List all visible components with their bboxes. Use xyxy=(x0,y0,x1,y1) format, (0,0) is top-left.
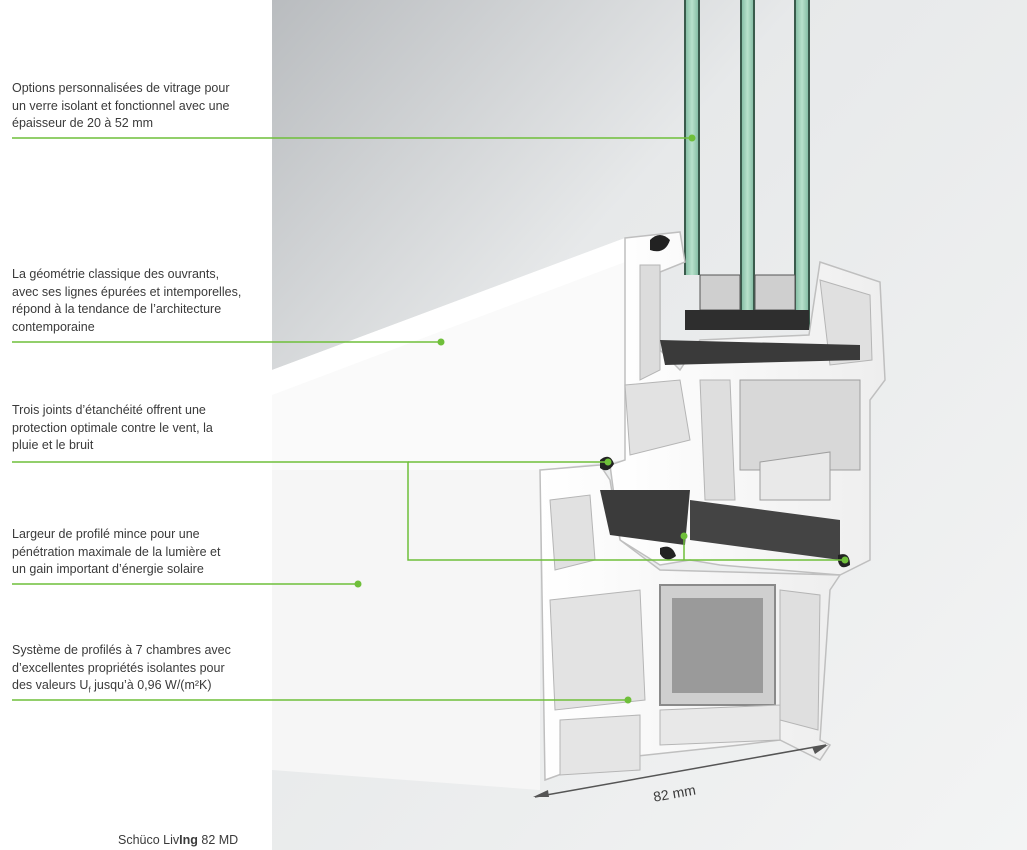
sash-top-edge xyxy=(272,238,625,395)
product-brand-bold: Ing xyxy=(179,833,198,847)
caption-chambers: Système de profilés à 7 chambres avec d’… xyxy=(12,642,257,699)
caption-chambers-text-end: jusqu’à 0,96 W/(m²K) xyxy=(90,678,212,692)
glass-pane-2 xyxy=(741,0,754,330)
glass-pane-1 xyxy=(685,0,699,275)
caption-profile-width: Largeur de profilé mince pour une pénétr… xyxy=(12,527,221,576)
product-model: 82 MD xyxy=(197,833,239,847)
caption-chambers-subscript: f xyxy=(88,685,91,695)
seal-outer xyxy=(650,235,670,252)
product-brand: Schüco Liv xyxy=(118,833,180,847)
glass-pane-3 xyxy=(795,0,809,330)
caption-seals: Trois joints d’étanchéité offrent une pr… xyxy=(12,403,213,452)
window-profile-illustration xyxy=(272,0,1027,850)
spacer-2 xyxy=(754,274,796,311)
frame-body xyxy=(272,470,540,790)
caption-chambers-text: Système de profilés à 7 chambres avec d’… xyxy=(12,643,231,692)
product-name: Schüco LivIng 82 MD xyxy=(118,833,238,847)
caption-glazing: Options personnalisées de vitrage pour u… xyxy=(12,81,230,130)
spacer-1 xyxy=(699,274,741,311)
window-profile-photo xyxy=(272,0,1027,850)
dimension-arrow xyxy=(534,744,827,798)
caption-geometry: La géométrie classique des ouvrants, ave… xyxy=(12,267,242,334)
glazing-seal xyxy=(685,310,809,330)
